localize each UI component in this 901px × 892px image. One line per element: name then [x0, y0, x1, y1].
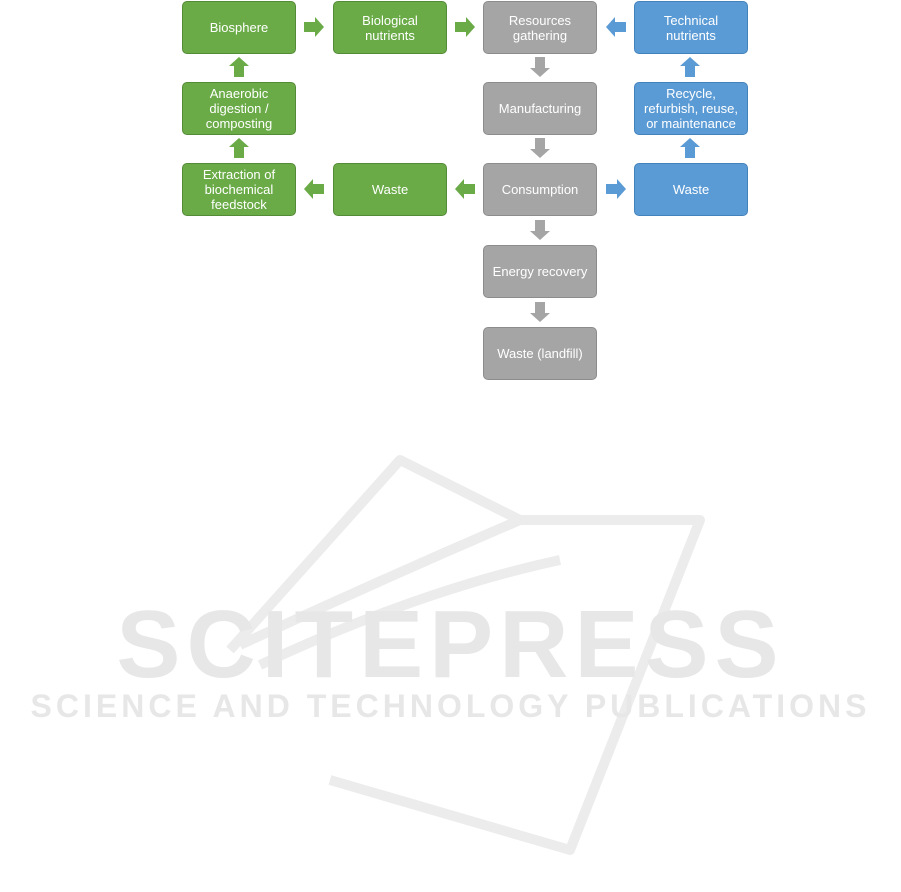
- node-recycle: Recycle, refurbish, reuse, or maintenanc…: [634, 82, 748, 135]
- arrow-waste-to-extraction: [304, 179, 324, 199]
- arrow-resources-to-manufacturing: [530, 57, 550, 77]
- node-energy-recovery: Energy recovery: [483, 245, 597, 298]
- arrow-consumption-to-energy-recovery: [530, 220, 550, 240]
- node-resources-gathering: Resources gathering: [483, 1, 597, 54]
- arrow-extraction-to-anaerobic: [229, 138, 249, 158]
- arrow-biological-nutrients-to-resources: [455, 17, 475, 37]
- arrow-energy-recovery-to-landfill: [530, 302, 550, 322]
- node-waste-technical: Waste: [634, 163, 748, 216]
- arrow-anaerobic-to-biosphere: [229, 57, 249, 77]
- node-waste-biological: Waste: [333, 163, 447, 216]
- arrow-technical-nutrients-to-resources: [606, 17, 626, 37]
- arrow-consumption-to-waste-technical: [606, 179, 626, 199]
- arrow-waste-to-recycle: [680, 138, 700, 158]
- node-biosphere: Biosphere: [182, 1, 296, 54]
- node-anaerobic-digestion: Anaerobic digestion / composting: [182, 82, 296, 135]
- node-consumption: Consumption: [483, 163, 597, 216]
- arrow-consumption-to-waste-biological: [455, 179, 475, 199]
- node-biological-nutrients: Biological nutrients: [333, 1, 447, 54]
- arrow-recycle-to-technical-nutrients: [680, 57, 700, 77]
- arrow-biosphere-to-biological-nutrients: [304, 17, 324, 37]
- node-waste-landfill: Waste (landfill): [483, 327, 597, 380]
- node-technical-nutrients: Technical nutrients: [634, 1, 748, 54]
- node-extraction: Extraction of biochemical feedstock: [182, 163, 296, 216]
- node-manufacturing: Manufacturing: [483, 82, 597, 135]
- arrow-manufacturing-to-consumption: [530, 138, 550, 158]
